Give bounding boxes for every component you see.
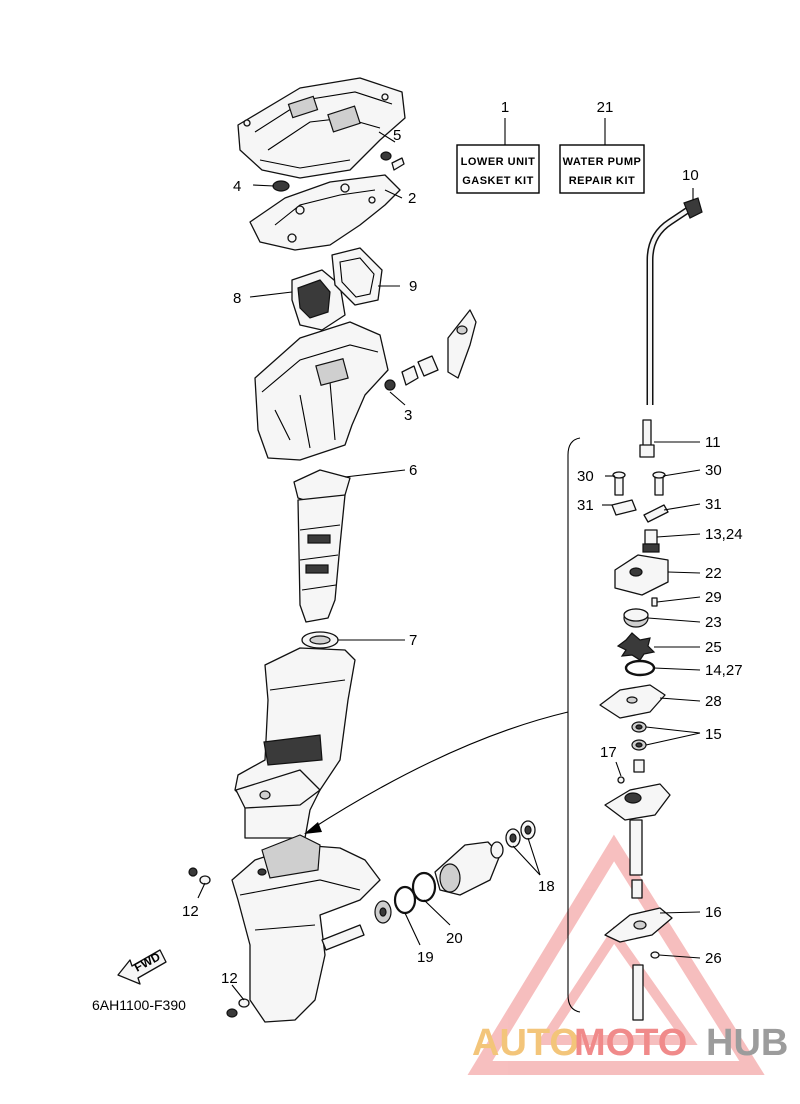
o-ring-part-14 — [624, 659, 656, 677]
drawing-code: 6AH1100-F390 — [92, 997, 186, 1013]
watermark-hub: HUB — [706, 1022, 788, 1064]
callout-6: 6 — [409, 462, 417, 479]
callout-22: 22 — [705, 565, 722, 582]
bolt-part-12b — [226, 998, 250, 1018]
callout-30a: 30 — [577, 468, 594, 485]
callout-3: 3 — [404, 407, 412, 424]
screw-part-30b — [652, 471, 666, 496]
callout-16: 16 — [705, 904, 722, 921]
propeller-shaft-housing — [434, 841, 504, 896]
insert-cartridge-part-23 — [623, 608, 649, 628]
collar-part-7 — [301, 631, 339, 649]
callout-7: 7 — [409, 632, 417, 649]
upper-casing — [234, 647, 356, 839]
callout-10: 10 — [682, 167, 699, 184]
pump-assembly-bracket — [567, 437, 581, 1013]
callout-30b: 30 — [705, 462, 722, 479]
callout-2: 2 — [408, 190, 416, 207]
callout-21: 21 — [597, 99, 614, 116]
watermark-moto: MOTO — [574, 1022, 687, 1064]
bracket-fitting — [447, 309, 477, 379]
assembly-arrow-head — [304, 822, 322, 834]
leader-lines — [197, 131, 701, 1001]
callout-17: 17 — [600, 744, 617, 761]
gasket-part-9 — [331, 247, 383, 306]
callout-31b: 31 — [705, 496, 722, 513]
oil-seal-housing — [604, 759, 671, 821]
assembly-arrow — [309, 711, 569, 831]
seal-part-18 — [505, 820, 536, 848]
watermark-logo — [467, 834, 765, 1075]
water-pump-kit-line2: REPAIR KIT — [569, 175, 636, 187]
washer-part-31a — [611, 499, 637, 516]
water-pump-repair-kit-box: WATER PUMP REPAIR KIT 21 — [559, 99, 645, 194]
gasket-part-16 — [604, 907, 673, 943]
callout-9: 9 — [409, 278, 417, 295]
bolt-part-12a — [188, 867, 211, 885]
watermark-triangle-outer — [467, 834, 765, 1075]
lower-shaft — [632, 964, 644, 1021]
pin-part-29 — [651, 597, 658, 607]
seal-part-15 — [631, 721, 647, 751]
callout-31a: 31 — [577, 497, 594, 514]
callout-20: 20 — [446, 930, 463, 947]
callout-11: 11 — [705, 434, 721, 451]
impeller-part-25 — [616, 632, 656, 661]
callout-4: 4 — [233, 178, 241, 195]
grommet-part-4 — [272, 180, 290, 192]
callout-25: 25 — [705, 639, 722, 656]
upper-casing-top — [237, 77, 406, 179]
o-ring-part-20 — [411, 871, 437, 903]
watermark-text: AUTO MOTO HUB — [472, 1022, 788, 1064]
outer-plate-part-28 — [599, 684, 666, 719]
dowel-part-26 — [650, 951, 660, 959]
pump-housing-part-22 — [614, 554, 669, 596]
watermark-auto: AUTO — [472, 1022, 579, 1064]
callout-13-24: 13,24 — [705, 526, 743, 543]
shaft-bushing — [629, 819, 643, 899]
water-tube-part-10 — [646, 197, 703, 405]
callout-26: 26 — [705, 950, 722, 967]
callout-15: 15 — [705, 726, 722, 743]
cover-plate-part-8 — [291, 269, 346, 331]
callout-28: 28 — [705, 693, 722, 710]
lower-unit-kit-line1: LOWER UNIT — [461, 156, 536, 168]
callout-1: 1 — [501, 99, 509, 116]
watermark-triangle-inner — [535, 926, 698, 1045]
callout-12a: 12 — [182, 903, 199, 920]
pin-part-17 — [617, 776, 625, 784]
o-ring-part-19 — [393, 885, 417, 915]
callout-8: 8 — [233, 290, 241, 307]
forward-arrow: FWD — [117, 949, 167, 985]
drive-shaft-part-11 — [639, 419, 655, 458]
lower-unit-kit-line2: GASKET KIT — [462, 175, 534, 187]
lower-unit-gasket-kit-box: LOWER UNIT GASKET KIT 1 — [456, 99, 540, 194]
water-pump-kit-line1: WATER PUMP — [563, 156, 642, 168]
callout-5: 5 — [393, 127, 401, 144]
screw-part-30a — [612, 471, 626, 496]
lower-unit-gearcase — [231, 834, 381, 1023]
washer-part-31b — [643, 504, 669, 523]
callout-19: 19 — [417, 949, 434, 966]
upper-case-body — [254, 321, 389, 461]
callout-23: 23 — [705, 614, 722, 631]
insert-part-13 — [642, 529, 660, 553]
callout-12b: 12 — [221, 970, 238, 987]
bolt-part-5 — [380, 151, 405, 171]
exhaust-guide-part-6 — [293, 469, 351, 623]
callout-labels: 5 4 2 8 9 3 6 7 12 12 19 20 18 10 11 30 … — [182, 127, 743, 987]
callout-29: 29 — [705, 589, 722, 606]
callout-14-27: 14,27 — [705, 662, 743, 679]
callout-18: 18 — [538, 878, 555, 895]
bearing — [374, 900, 392, 924]
fitting-part-3 — [384, 355, 439, 391]
gasket-part-2 — [249, 174, 401, 251]
